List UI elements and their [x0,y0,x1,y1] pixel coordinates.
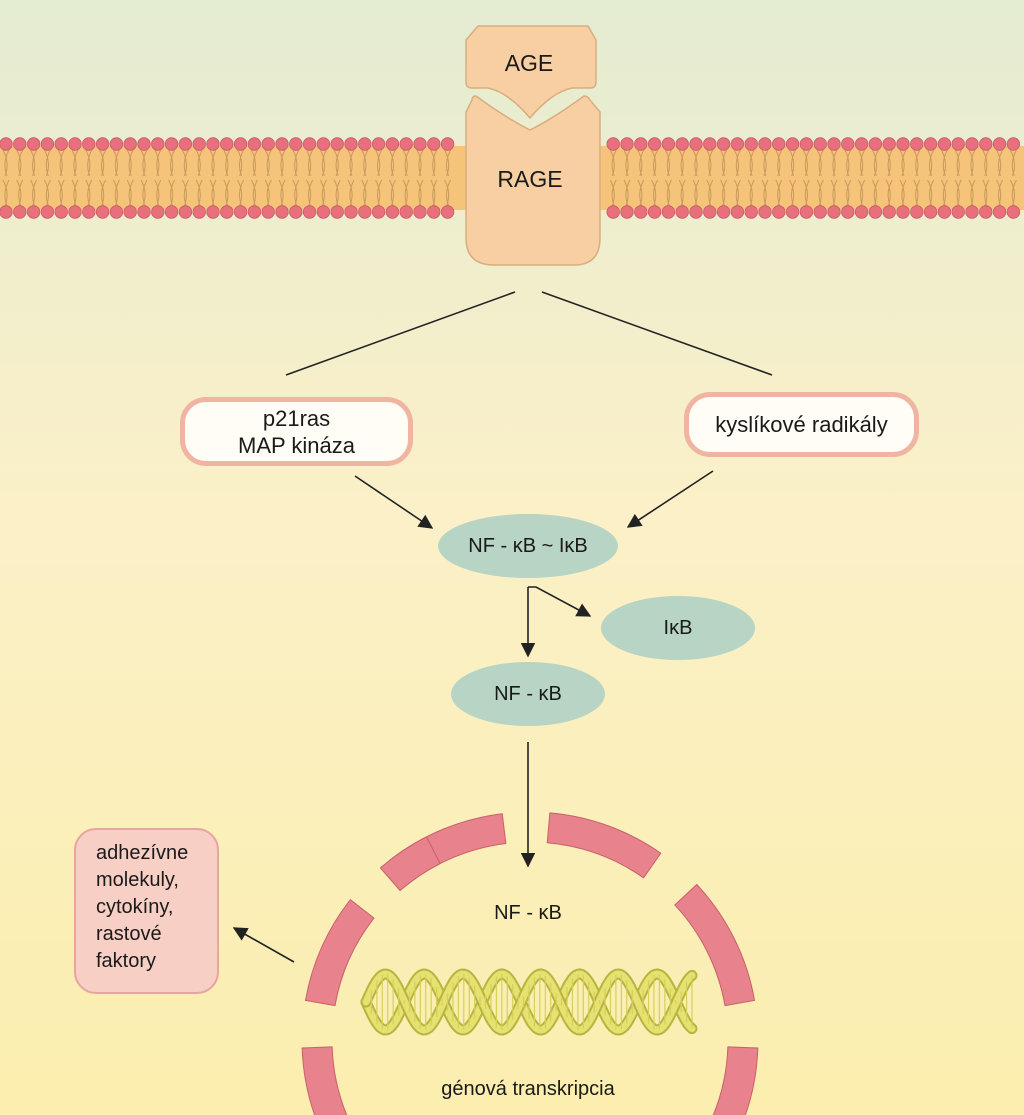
gene-transcription-label: génová transkripcia [441,1078,615,1100]
branch-line-right [541,291,773,376]
arrow-release-ikb [528,586,592,617]
oxygen-radicals-label: kyslíkové radikály [715,412,888,437]
rage-label: RAGE [497,166,563,192]
nfkb-ikb-complex-label: NF - κB ~ IκB [468,534,588,557]
output-line: molekuly, [96,869,179,891]
nuclear-envelope-icon [301,812,759,1115]
map-kinase-label: MAP kináza [238,432,355,458]
p21ras-map-kinase-box: p21ras MAP kináza [180,397,413,466]
output-line: faktory [96,950,157,972]
p21ras-label: p21ras [262,405,331,431]
ikb-label: IκB [663,616,693,639]
rage-receptor [465,95,601,266]
arrow-to-output [232,927,295,963]
nuclear-nfkb-label: NF - κB [494,901,562,924]
nfkb-ikb-complex-ellipse [438,514,618,578]
nfkb-ellipse [451,662,605,726]
arrow-radicals-to-complex [626,470,714,528]
age-label: AGE [504,50,554,76]
output-line: adhezívne [96,842,189,864]
age-ligand [465,25,597,120]
output-products-box: adhezívne molekuly, cytokíny, rastové fa… [74,828,219,994]
oxygen-radicals-box: kyslíkové radikály [684,392,919,457]
branch-line-left [285,291,516,376]
ikb-ellipse [601,596,755,660]
dna-double-helix-icon [360,968,698,1036]
output-line: rastové [96,923,162,945]
arrow-p21ras-to-complex [354,475,434,529]
output-line: cytokíny, [96,896,174,918]
nfkb-label: NF - κB [494,682,562,705]
